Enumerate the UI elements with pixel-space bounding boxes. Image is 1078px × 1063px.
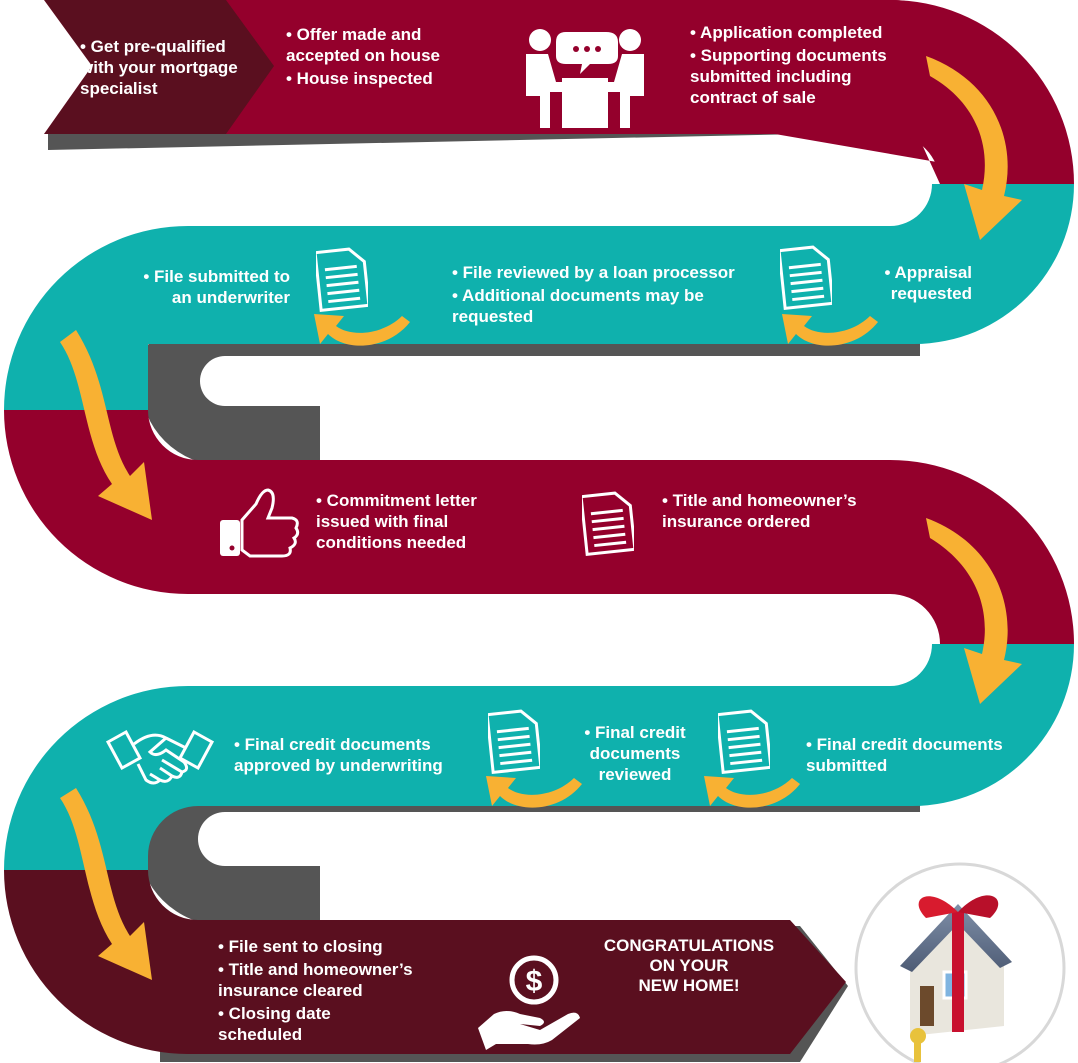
- step-credit-reviewed: • Final credit documents reviewed: [580, 722, 690, 785]
- road-band-2: [4, 184, 1074, 410]
- curved-arrow-icon: [60, 330, 152, 520]
- road-band-5: [4, 870, 846, 1054]
- step-text: • Appraisal requested: [884, 263, 972, 303]
- road-band-3: [4, 410, 1074, 644]
- curved-arrow-icon: [782, 314, 878, 346]
- step-text: • Final credit documents submitted: [806, 735, 1003, 775]
- step-text: • Additional documents may be requested: [452, 286, 704, 326]
- step-underwriter: • File submitted to an underwriter: [130, 266, 290, 308]
- step-text: • File sent to closing: [218, 937, 383, 956]
- step-title-ordered: • Title and homeowner’s insurance ordere…: [662, 490, 882, 532]
- step-text: • Final credit documents approved by und…: [234, 735, 443, 775]
- curved-arrow-icon: [486, 776, 582, 808]
- congrats-line: ON YOUR: [649, 956, 729, 975]
- congratulations-message: CONGRATULATIONS ON YOUR NEW HOME!: [594, 936, 784, 996]
- step-loan-processor: • File reviewed by a loan processor • Ad…: [452, 262, 752, 327]
- curved-arrow-icon: [926, 518, 1022, 704]
- step-application: • Application completed • Supporting doc…: [690, 22, 910, 108]
- handshake-icon: [106, 729, 214, 785]
- step-text: • Title and homeowner’s insurance ordere…: [662, 491, 857, 531]
- congrats-line: CONGRATULATIONS: [603, 936, 775, 955]
- document-icon: [316, 247, 368, 312]
- congrats-line: NEW HOME!: [638, 976, 740, 995]
- step-text: • Get pre-qualified with your mortgage s…: [80, 37, 238, 98]
- step-text: • Supporting documents submitted includi…: [690, 46, 887, 107]
- document-icon: [780, 245, 832, 310]
- step-text: • File reviewed by a loan processor: [452, 263, 735, 282]
- step-offer: • Offer made and accepted on house • Hou…: [286, 24, 476, 89]
- svg-text:$: $: [526, 965, 543, 998]
- step-text: • Commitment letter issued with final co…: [316, 491, 477, 552]
- step-commitment: • Commitment letter issued with final co…: [316, 490, 516, 553]
- curved-arrow-icon: [60, 788, 152, 980]
- curved-arrow-icon: [314, 314, 410, 346]
- curved-arrow-icon: [926, 56, 1022, 240]
- document-icon: [488, 709, 540, 774]
- step-text: • Final credit documents reviewed: [584, 723, 686, 784]
- step-text: • Offer made and accepted on house: [286, 25, 440, 65]
- step-closing: • File sent to closing • Title and homeo…: [218, 936, 418, 1045]
- step-appraisal: • Appraisal requested: [860, 262, 972, 304]
- step-credit-submitted: • Final credit documents submitted: [806, 734, 1016, 776]
- step-credit-approved: • Final credit documents approved by und…: [234, 734, 470, 776]
- step-text: • File submitted to an underwriter: [143, 267, 290, 307]
- gift-house-icon: [900, 895, 1012, 1062]
- step-text: • House inspected: [286, 69, 433, 88]
- meeting-people-icon: [526, 29, 644, 128]
- thumbs-up-icon: [220, 488, 300, 558]
- step-text: • Closing date scheduled: [218, 1004, 331, 1044]
- curved-arrow-icon: [704, 776, 800, 808]
- start-arrow: [44, 0, 274, 134]
- step-prequalified: • Get pre-qualified with your mortgage s…: [80, 36, 240, 99]
- step-text: • Application completed: [690, 23, 883, 42]
- dollar-hand-icon: $: [478, 955, 580, 1050]
- document-icon: [718, 709, 770, 774]
- document-icon: [582, 491, 634, 556]
- step-text: • Title and homeowner’s insurance cleare…: [218, 960, 413, 1000]
- flow-arrows: [60, 56, 1022, 980]
